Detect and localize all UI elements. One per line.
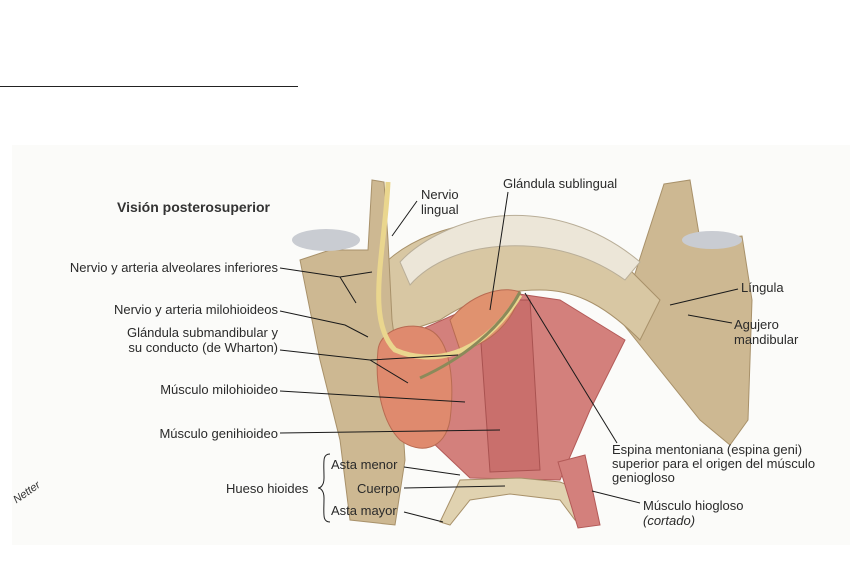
label-musculo-milohioideo: Músculo milohioideo bbox=[160, 382, 278, 397]
label-milohioideos: Nervio y arteria milohioideos bbox=[113, 302, 278, 317]
header-rule bbox=[0, 86, 298, 87]
hyoid-brace bbox=[317, 453, 331, 523]
label-hueso-hioides: Hueso hioides bbox=[226, 481, 309, 496]
label-line: Glándula submandibular y bbox=[126, 325, 278, 340]
label-nervio-lingual: Nervio lingual bbox=[421, 187, 459, 217]
label-glandula-sublingual: Glándula sublingual bbox=[503, 176, 618, 191]
label-line: geniogloso bbox=[612, 470, 675, 485]
label-cuerpo: Cuerpo bbox=[357, 481, 400, 496]
label-alveolares: Nervio y arteria alveolares inferiores bbox=[69, 260, 278, 275]
label-line: mandibular bbox=[734, 332, 799, 347]
right-condyle bbox=[682, 231, 742, 249]
hyoglossus-muscle bbox=[557, 454, 601, 529]
label-line: su conducto (de Wharton) bbox=[128, 340, 278, 355]
artist-signature: Netter bbox=[11, 478, 44, 506]
wharton-duct bbox=[419, 291, 522, 380]
label-submandibular: Glándula submandibular y su conducto (de… bbox=[127, 325, 278, 355]
label-espina-mentoniana: Espina mentoniana (espina geni) superior… bbox=[612, 443, 815, 485]
label-line: Agujero bbox=[734, 317, 779, 332]
label-line: Músculo hiogloso bbox=[643, 498, 744, 513]
label-line: Nervio bbox=[421, 187, 459, 202]
label-line: lingual bbox=[421, 202, 459, 217]
label-agujero-mandibular: Agujero mandibular bbox=[734, 317, 798, 347]
label-musculo-hiogloso: Músculo hiogloso (cortado) bbox=[643, 498, 743, 528]
label-asta-menor: Asta menor bbox=[331, 457, 398, 472]
label-musculo-genihioideo: Músculo genihioideo bbox=[159, 426, 278, 441]
left-condyle bbox=[292, 229, 360, 251]
teeth bbox=[399, 214, 641, 286]
view-title: Visión posterosuperior bbox=[117, 199, 270, 215]
leader-lines bbox=[279, 191, 739, 523]
label-line: superior para el origen del músculo bbox=[612, 456, 816, 471]
label-line: Espina mentoniana (espina geni) bbox=[612, 442, 803, 457]
label-lingula: Língula bbox=[741, 280, 784, 295]
label-cortado: (cortado) bbox=[643, 513, 696, 528]
label-asta-mayor: Asta mayor bbox=[331, 503, 397, 518]
